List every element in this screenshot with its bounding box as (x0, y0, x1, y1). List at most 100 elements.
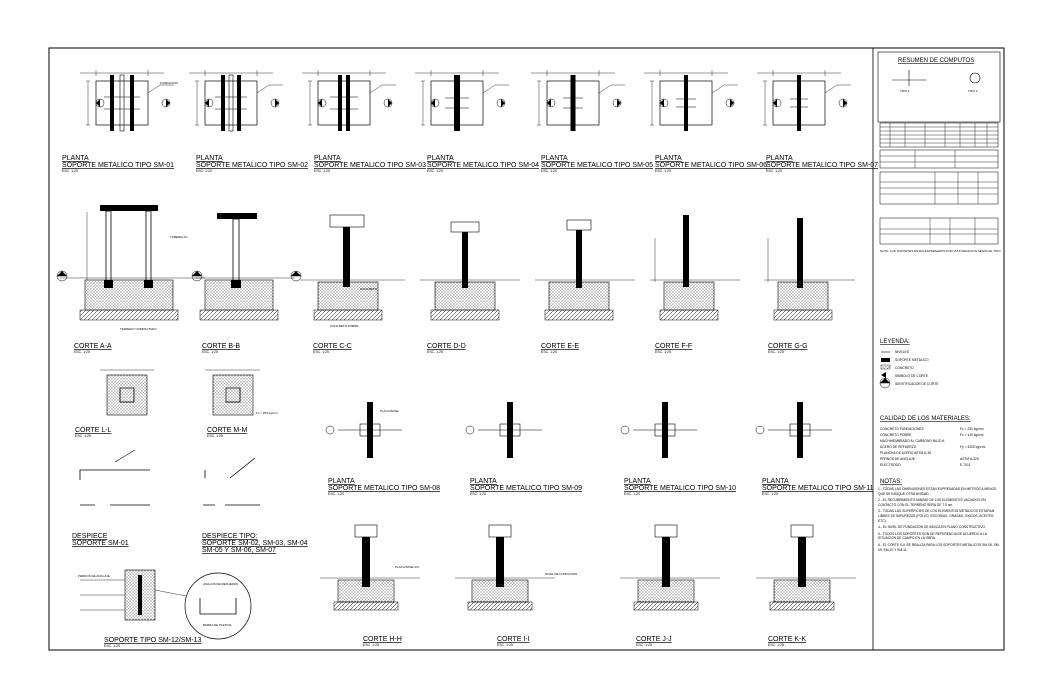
planta-5-scale: ESC. 1:20 (541, 169, 557, 173)
corte-gg-title: CORTE G-G (768, 343, 808, 350)
corte-bb-title: CORTE B-B (202, 343, 240, 350)
corte-gg-drawing (764, 218, 855, 321)
planta-sm03-drawing (301, 69, 397, 131)
computos-table (879, 122, 999, 245)
planta-6-title: PLANTA (655, 155, 682, 162)
planta-sm06-drawing (643, 69, 739, 131)
corte-kk-scale: ESC. 1:25 (768, 643, 784, 647)
planta-sm10-drawing (620, 402, 697, 458)
planta-sm09-title: PLANTA (470, 478, 497, 485)
leyenda-item-5: IDENTIFICADOR DE CORTE (895, 382, 939, 386)
planta-sm10-subtitle: SOPORTE METALICO TIPO SM-10 (624, 485, 736, 492)
leyenda-item-2: SOPORTE METALICO (895, 358, 929, 362)
calidad-row-6-key: PERNOS DE ANCLAJE (880, 457, 916, 461)
calidad-row-1-key: CONCRETO FUNDACIONES (880, 427, 925, 431)
calidad-row-2-value: Fc = 140 kg/cm² (960, 433, 985, 437)
sheet-frame (48, 47, 1005, 651)
corte-gg-scale: ESC. 1:25 (768, 350, 784, 354)
planta-5-subtitle: SOPORTE METALICO TIPO SM-05 (541, 162, 653, 169)
planta-4-scale: ESC. 1:20 (427, 169, 443, 173)
corte-aa-scale: ESC. 1:25 (74, 350, 90, 354)
planta-sm08-drawing (325, 402, 402, 458)
nota-4: 4.- EL NIVEL DE FUNDACION SE INDICA EN P… (878, 525, 987, 530)
calidad-row-4-value: Fy = 4200 kg/cm² (960, 445, 986, 449)
nota-3: 3.- TODAS LAS SUPERFICIES DE LOS ELEMENT… (878, 509, 995, 523)
planta-sm10-scale: ESC. 1:20 (624, 492, 640, 496)
planta-2-title: PLANTA (196, 155, 223, 162)
planta-sm10-title: PLANTA (624, 478, 651, 485)
planta-4-subtitle: SOPORTE METALICO TIPO SM-04 (427, 162, 539, 169)
corte-cc-title: CORTE C-C (313, 343, 352, 350)
label-anillos: ANILLOS DE REFUERZO (203, 582, 239, 586)
leyenda-item-3: CONCRETO (895, 366, 914, 370)
planta-7-title: PLANTA (766, 155, 793, 162)
planta-sm02-drawing (188, 69, 284, 132)
plan-views-row-1: PLANTA SOPORTE METALICO TIPO SM-01 ESC. … (62, 69, 878, 173)
corte-bb-scale: ESC. 1:25 (202, 350, 218, 354)
leyenda-item-1: NIVELES (895, 350, 910, 354)
corte-jj-scale: ESC. 1:25 (636, 643, 652, 647)
label-concreto: CONCRETO (360, 287, 378, 291)
calidad-title: CALIDAD DE LOS MATERIALES: (880, 416, 971, 422)
corte-hh-title: CORTE H-H (363, 636, 402, 643)
despiece2-line1: DESPIECE TIPO: (202, 533, 258, 540)
label-fc: Fc = 250 kg/cm² (256, 411, 278, 415)
label-barra: BARRA DE PLETINA (203, 623, 232, 627)
calidad-row-2-key: CONCRETO POBRE (880, 433, 912, 437)
calidad-row-7-key: ELECTRODO (880, 463, 901, 467)
corte-kk-title: CORTE K-K (768, 636, 806, 643)
calidad-row-7-value: E-7011 (960, 463, 971, 467)
despiece1-line2: SOPORTE SM-01 (72, 540, 129, 547)
calidad-row-1-value: Fc = 250 kg/cm² (960, 427, 985, 431)
corte-cc-scale: ESC. 1:25 (313, 350, 329, 354)
planta-5-title: PLANTA (541, 155, 568, 162)
left-detail-block: CORTE L-L ESC. 1:25 CORTE M-M ESC. 1:25 … (72, 369, 308, 648)
resumen-tipo1: TIPO 1 (900, 89, 910, 93)
corte-cc-drawing (290, 214, 405, 321)
label-concreto-pobre: CONCRETO POBRE (330, 324, 358, 328)
soporte-scale: ESC. 1:25 (104, 644, 120, 648)
planta-sm11-title: PLANTA (762, 478, 789, 485)
planta-sm08-subtitle: SOPORTE METALICO TIPO SM-08 (328, 485, 440, 492)
corte-bb-drawing (191, 213, 295, 321)
corte-aa-drawing (56, 205, 205, 321)
corte-kk-drawing (756, 524, 856, 611)
corte-ee-title: CORTE E-E (541, 343, 579, 350)
label-nivel-fundacion: NIVEL DE FUNDACION (545, 572, 577, 576)
corte-jj-drawing (620, 524, 720, 611)
corte-mm-scale: ESC. 1:25 (207, 434, 223, 438)
corte-ff-drawing (650, 215, 740, 321)
corte-hh-drawing (320, 524, 420, 611)
planta-6-subtitle: SOPORTE METALICO TIPO SM-06 (655, 162, 767, 169)
planta-7-scale: ESC. 1:20 (766, 169, 782, 173)
corte-dd-drawing (420, 221, 520, 321)
planta-3-subtitle: SOPORTE METALICO TIPO SM-03 (314, 162, 426, 169)
corte-ee-scale: ESC. 1:25 (541, 350, 557, 354)
planta-sm09-subtitle: SOPORTE METALICO TIPO SM-09 (470, 485, 582, 492)
planta-1-title: PLANTA (62, 155, 89, 162)
label-placa-base: PLACA BASE (380, 409, 399, 413)
notas-title: NOTAS: (880, 479, 902, 485)
planta-sm07-drawing (756, 69, 852, 131)
calidad-row-5-key: PLANCHA DE ACERO ASTM A-36 (880, 451, 931, 455)
label-fundacion: FUNDACION (160, 81, 178, 85)
calidad-row-3-key: MACHIHEMBRADO AL CARBONO BAJO A (880, 439, 945, 443)
corte-ii-drawing (455, 524, 555, 611)
planta-sm09-scale: ESC. 1:20 (470, 492, 486, 496)
planta-2-subtitle: SOPORTE METALICO TIPO SM-02 (196, 162, 308, 169)
section-views-row-4: PLACA BASE 3/4" NIVEL DE FUNDACION CORTE… (320, 524, 856, 647)
corte-ll-title: CORTE L-L (75, 427, 112, 434)
leyenda-item-4: SIMBOLO DE CORTE (895, 374, 929, 378)
planta-1-scale: ESC. 1:20 (62, 169, 78, 173)
corte-ff-title: CORTE F-F (655, 343, 692, 350)
corte-ii-title: CORTE I-I (497, 636, 530, 643)
planta-sm08-title: PLANTA (328, 478, 355, 485)
planta-sm11-subtitle: SOPORTE METALICO TIPO SM-11 (762, 485, 874, 492)
nota-5: 5.- TODOS LOS SOPORTES SON DE REFERENCIA… (878, 531, 987, 541)
corte-mm-title: CORTE M-M (207, 427, 247, 434)
planta-1-subtitle: SOPORTE METALICO TIPO SM-01 (62, 162, 174, 169)
despiece2-line3: SM-05 Y SM-06, SM-07 (202, 547, 276, 554)
despiece2-line2: SOPORTE SM-02, SM-03, SM-04 (202, 540, 308, 547)
